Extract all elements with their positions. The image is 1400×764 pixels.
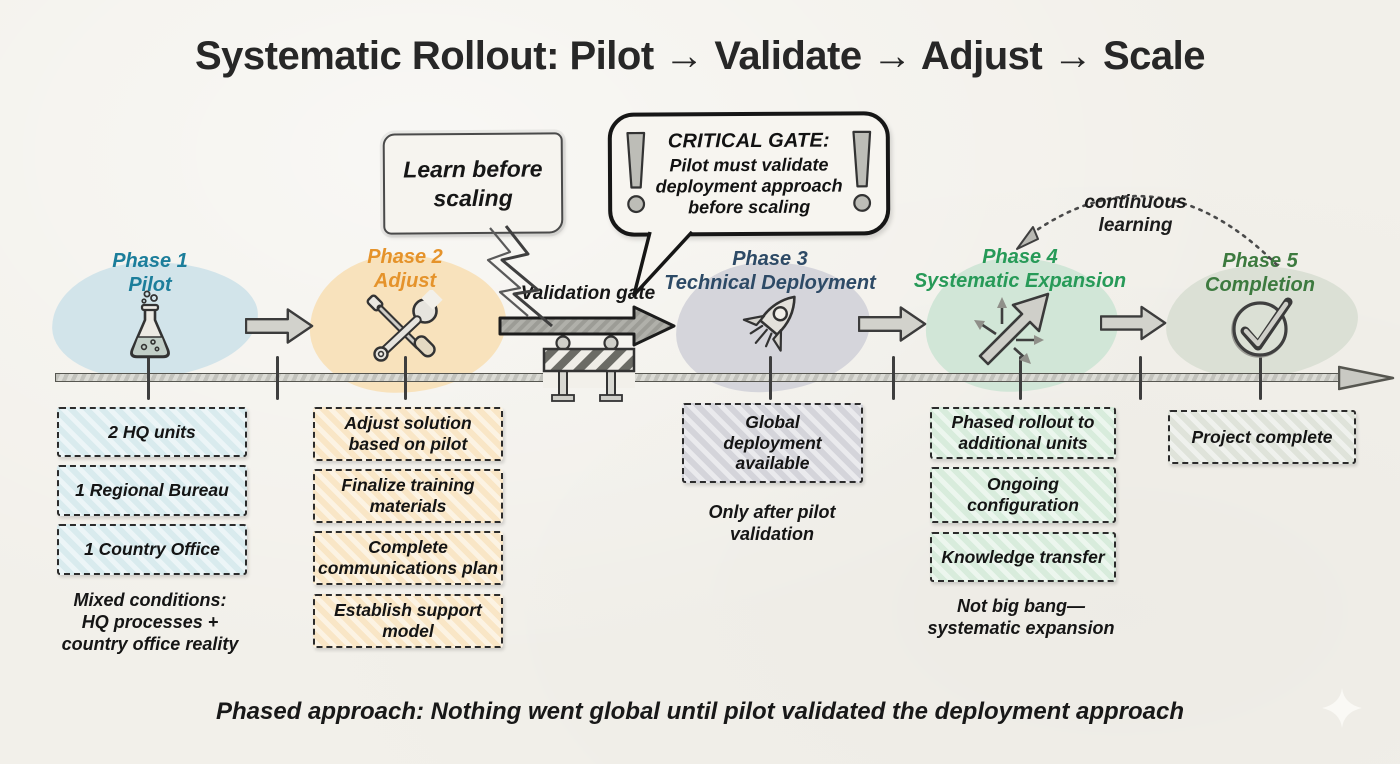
arrow-right-icon [858,306,927,342]
tools-icon [366,290,443,362]
phase4-box: Knowledge transfer [930,532,1116,582]
phase2-box: Complete communications plan [313,531,503,585]
arrow-right-icon [245,308,314,344]
phase4-label: Phase 4 Systematic Expansion [913,246,1127,292]
arrow-right-icon [1100,305,1167,341]
timeline-tick [276,356,279,400]
phase5-label: Phase 5 Completion [1205,250,1315,296]
phase1-label: Phase 1 Pilot [112,250,188,296]
sparkle-icon [1322,688,1362,728]
expansion-arrows-icon [974,292,1050,366]
phase1-note: Mixed conditions: HQ processes + country… [61,590,239,654]
phase3-box: Global deployment available [682,403,863,483]
timeline-tick [1139,356,1142,400]
phase5-box: Project complete [1168,410,1356,464]
timeline-tick [769,356,772,400]
phase2-box: Finalize training materials [313,469,503,523]
phase4-box: Ongoing configuration [930,467,1116,523]
phase1-box: 1 Regional Bureau [57,465,247,516]
validation-gate-label: Validation gate [520,283,656,304]
validation-gate-arrow-icon [498,305,676,347]
phase3-note: Only after pilot validation [708,502,836,544]
page-title: Systematic Rollout: Pilot → Validate → A… [194,34,1206,78]
critical-gate-callout: CRITICAL GATE: Pilot must validate deplo… [607,111,891,237]
phase2-box: Adjust solution based on pilot [313,407,503,461]
timeline [55,373,1343,382]
lightning-tail-icon [486,225,553,328]
exclamation-icon [626,131,646,214]
critical-gate-text: CRITICAL GATE: Pilot must validate deplo… [648,129,850,219]
barrier-icon [542,335,636,402]
continuous-learning-arc-icon [1016,194,1279,267]
timeline-tick [1259,356,1262,400]
phase3-label: Phase 3 Technical Deployment [664,248,876,294]
timeline-tick [1019,356,1022,400]
critical-gate-body: Pilot must validate deployment approach … [655,154,843,218]
critical-gate-heading: CRITICAL GATE: [667,129,830,153]
phase1-box: 1 Country Office [57,524,247,575]
timeline-tick [892,356,895,400]
footer-caption: Phased approach: Nothing went global unt… [215,698,1185,725]
learn-bubble: Learn before scaling [382,132,564,235]
flask-icon [130,290,170,359]
speech-tail-icon [632,231,694,297]
phase2-box: Establish support model [313,594,503,648]
timeline-tick [404,356,407,400]
phase2-label: Phase 2 Adjust [367,246,443,292]
phase4-note: Not big bang— systematic expansion [927,596,1115,638]
rocket-icon [742,295,796,352]
timeline-arrowhead-icon [1338,365,1395,391]
phase1-box: 2 HQ units [57,407,247,457]
check-circle-icon [1231,297,1293,358]
phase4-box: Phased rollout to additional units [930,407,1116,459]
continuous-learning-label: continuous learning [1084,192,1187,236]
timeline-tick [147,356,150,400]
exclamation-icon [852,130,872,212]
